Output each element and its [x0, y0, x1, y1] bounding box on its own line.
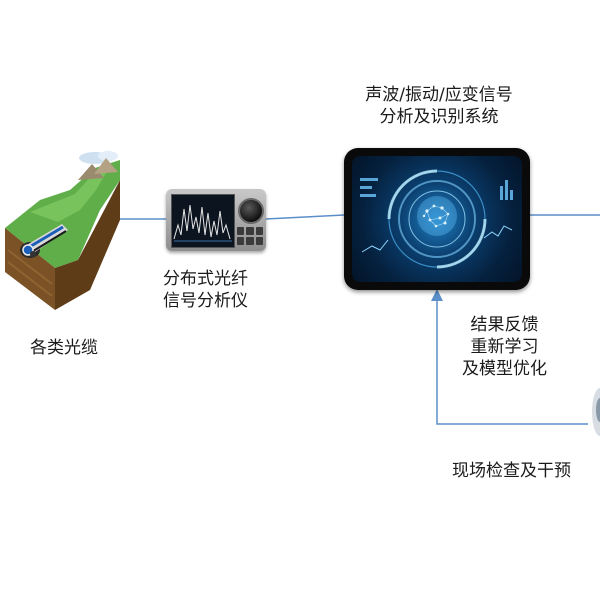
feedback-label: 结果反馈 重新学习 及模型优化 [462, 314, 547, 380]
feedback-label-line2: 重新学习 [470, 337, 539, 357]
feedback-arrowhead [431, 289, 443, 301]
fiber-analyzer-device [166, 189, 266, 251]
connector-analyzer-to-system [265, 214, 345, 220]
ai-recognition-system [344, 148, 530, 290]
feedback-label-line3: 及模型优化 [462, 359, 547, 379]
connector-feedback-loop [436, 296, 588, 425]
inspection-label: 现场检查及干预 [452, 461, 571, 481]
system-label: 声波/振动/应变信号 分析及识别系统 [344, 84, 534, 128]
analyzer-label-line2: 信号分析仪 [163, 291, 248, 311]
system-label-line2: 分析及识别系统 [379, 107, 499, 127]
cables-label: 各类光缆 [30, 338, 98, 358]
fiber-cable-illustration [0, 150, 122, 310]
analyzer-knob-icon [238, 198, 264, 224]
site-inspection-image [586, 382, 600, 442]
analyzer-label-line1: 分布式光纤 [163, 269, 248, 289]
system-label-line1: 声波/振动/应变信号 [365, 85, 513, 105]
analyzer-screen [171, 194, 235, 248]
analyzer-buttons [237, 227, 263, 245]
analyzer-label: 分布式光纤 信号分析仪 [163, 268, 248, 312]
ai-screen [352, 156, 522, 282]
feedback-label-line1: 结果反馈 [470, 315, 539, 335]
